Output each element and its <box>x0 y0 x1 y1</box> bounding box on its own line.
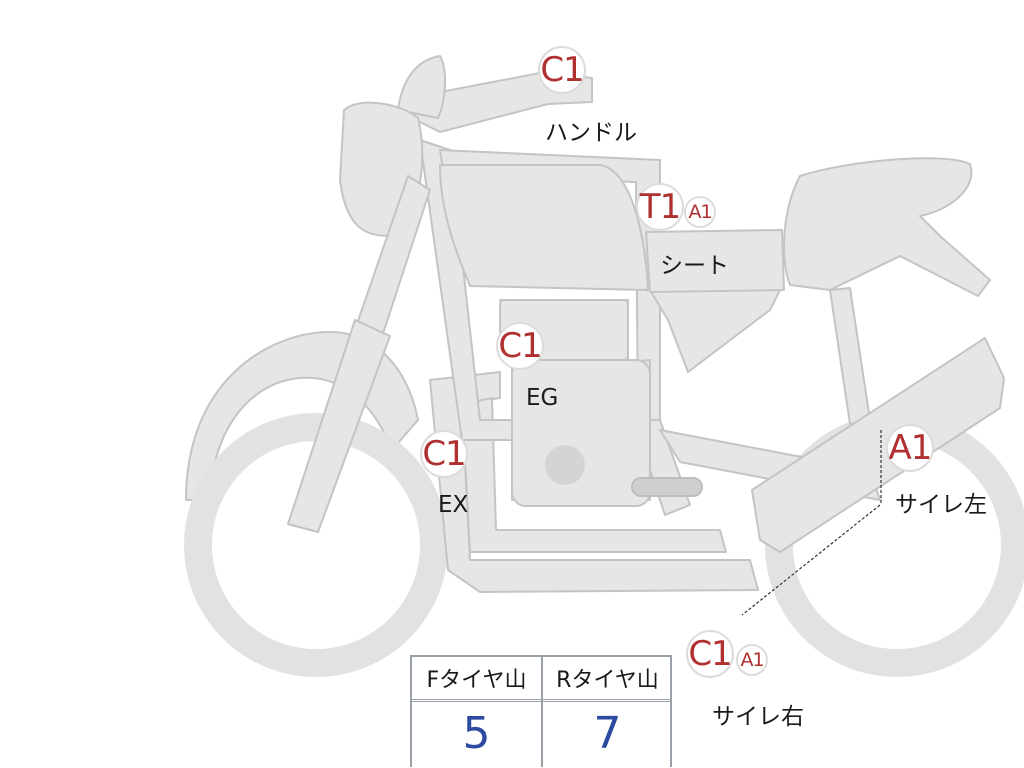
muffler-left-grade-badge: A1 <box>886 424 934 472</box>
rear-tire-header: Rタイヤ山 <box>543 657 672 702</box>
side-cover <box>649 289 781 373</box>
footpeg <box>631 477 703 497</box>
muffler <box>751 337 1005 553</box>
muffler-left-label: サイレ左 <box>895 492 987 518</box>
muffler-right-grade-badge: C1 <box>686 630 734 678</box>
front-tire-column: Fタイヤ山 5 <box>412 657 543 767</box>
rear-tire-column: Rタイヤ山 7 <box>543 657 672 767</box>
front-tire-value: 5 <box>462 707 491 759</box>
engine-label: EG <box>526 385 559 411</box>
muffler-right-sub-grade-badge: A1 <box>736 644 768 676</box>
engine-grade-badge: C1 <box>496 322 544 370</box>
seat-base <box>645 229 785 293</box>
rear-tire-value: 7 <box>593 707 622 759</box>
leader-line-muffler-right <box>741 504 881 616</box>
front-tire-header: Fタイヤ山 <box>412 657 541 702</box>
seat-sub-grade-badge: A1 <box>684 196 716 228</box>
exhaust-upper <box>461 397 727 553</box>
handle-grade-badge: C1 <box>538 46 586 94</box>
muffler-right-label: サイレ右 <box>712 704 804 730</box>
fork-boot <box>287 319 391 533</box>
handlebar-grip <box>397 55 447 119</box>
exhaust-label: EX <box>438 492 469 518</box>
rear-shock <box>829 287 871 425</box>
front-wheel <box>184 413 448 677</box>
tire-tread-table: Fタイヤ山 5 Rタイヤ山 7 <box>410 655 672 767</box>
engine-cover <box>545 445 585 485</box>
engine-case <box>511 359 651 507</box>
exhaust-grade-badge: C1 <box>420 430 468 478</box>
seat-grade-badge: T1 <box>636 183 684 231</box>
handle-label: ハンドル <box>545 120 637 146</box>
fuel-tank <box>439 164 649 291</box>
seat-label: シート <box>660 253 729 279</box>
seat <box>783 157 991 297</box>
